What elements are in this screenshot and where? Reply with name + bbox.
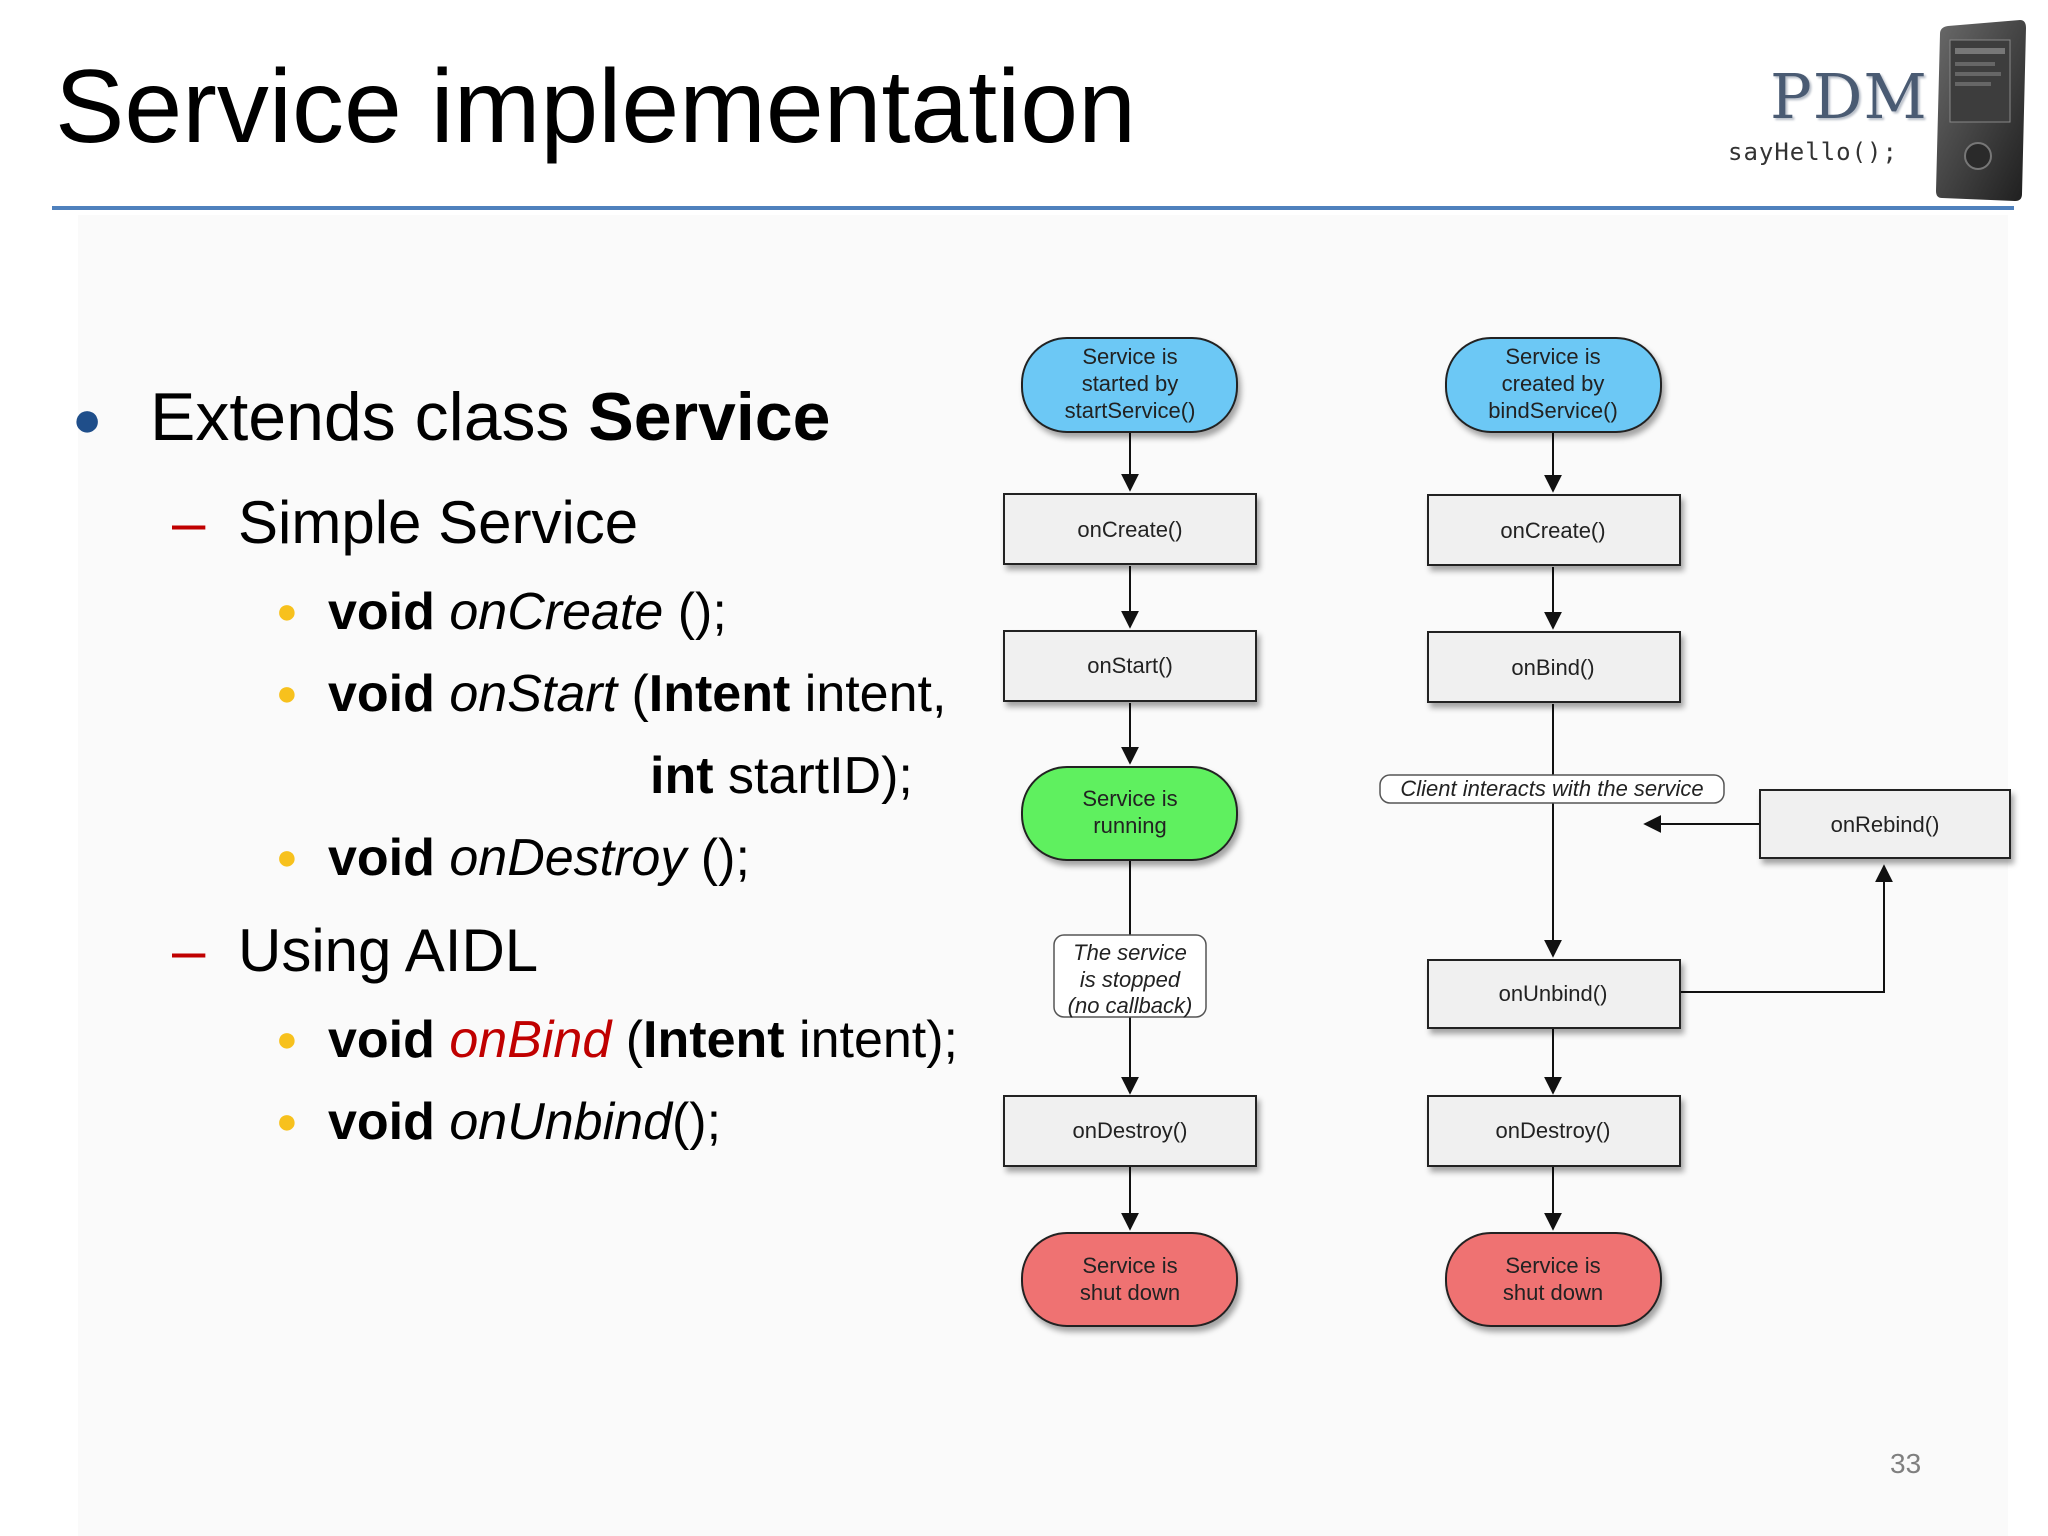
bind-service-node: [1445, 337, 1662, 433]
client-note-label: Client interacts with the service: [1400, 776, 1703, 801]
method-onunbind: void onUnbind();: [328, 1093, 722, 1151]
method-onbind: void onBind (Intent intent);: [328, 1011, 958, 1069]
left-ondestroy-box: [1003, 1095, 1257, 1167]
right-oncreate-label: onCreate(): [1500, 518, 1605, 543]
right-oncreate-box: [1427, 494, 1681, 566]
left-onstart-label: onStart(): [1087, 653, 1173, 678]
left-shutdown-line-2: shut down: [1080, 1280, 1180, 1305]
right-lifecycle: Service is created by bindService() onCr…: [1379, 337, 2011, 1327]
title-underline: [52, 206, 2014, 210]
start-service-line-2: started by: [1082, 371, 1179, 396]
left-oncreate-label: onCreate(): [1077, 517, 1182, 542]
left-lifecycle: Service is started by startService() onC…: [1003, 337, 1257, 1327]
sub-bullet-dot: ●: [276, 672, 298, 713]
diagram-connectors: [1121, 432, 1893, 1231]
method-onstart-param: int startID);: [650, 747, 913, 805]
left-shutdown-node: [1021, 1232, 1238, 1327]
method-onstart: void onStart (Intent intent,: [328, 665, 947, 723]
start-service-line-1: Service is: [1082, 344, 1177, 369]
onunbind-box: [1427, 959, 1681, 1029]
onbind-box: [1427, 631, 1681, 703]
slide-number: 33: [1890, 1448, 1922, 1479]
dash-marker: –: [172, 917, 206, 984]
sub-bullet-dot: ●: [276, 1018, 298, 1059]
bind-service-line-1: Service is: [1505, 344, 1600, 369]
stopped-note-box: [1053, 934, 1207, 1018]
running-line-2: running: [1093, 813, 1166, 838]
logo-brand: PDM: [1770, 60, 1928, 133]
onrebind-label: onRebind(): [1831, 812, 1940, 837]
slide-title: Service implementation: [55, 49, 1136, 165]
sub-bullet-dot: ●: [276, 1100, 298, 1141]
method-ondestroy: void onDestroy ();: [328, 829, 750, 887]
left-oncreate-box: [1003, 493, 1257, 565]
phone-icon: [1936, 20, 2026, 201]
sub-bullet-dot: ●: [276, 590, 298, 631]
stopped-note-line-3: (no callback): [1068, 993, 1193, 1018]
running-line-1: Service is: [1082, 786, 1177, 811]
right-ondestroy-box: [1427, 1095, 1681, 1167]
bullet-using-aidl: Using AIDL: [238, 917, 539, 984]
left-onstart-box: [1003, 630, 1257, 702]
method-oncreate: void onCreate ();: [328, 583, 727, 641]
bullet-extends: Extends class Service: [150, 379, 831, 455]
service-running-node: [1021, 766, 1238, 861]
bind-service-line-3: bindService(): [1488, 398, 1618, 423]
onbind-label: onBind(): [1511, 655, 1594, 680]
stopped-note-line-2: is stopped: [1080, 967, 1181, 992]
stopped-note-line-1: The service: [1073, 940, 1187, 965]
onrebind-box: [1759, 789, 2011, 859]
logo-code: sayHello();: [1728, 138, 1898, 166]
bind-service-line-2: created by: [1502, 371, 1605, 396]
start-service-node: [1021, 337, 1238, 433]
bullet-dot: ●: [72, 391, 103, 447]
right-shutdown-line-1: Service is: [1505, 1253, 1600, 1278]
left-shutdown-line-1: Service is: [1082, 1253, 1177, 1278]
right-ondestroy-label: onDestroy(): [1496, 1118, 1611, 1143]
right-shutdown-line-2: shut down: [1503, 1280, 1603, 1305]
dash-marker: –: [172, 489, 206, 556]
right-shutdown-node: [1445, 1232, 1662, 1327]
pdm-logo: PDM sayHello();: [1728, 18, 2028, 203]
bullet-simple-service: Simple Service: [238, 489, 639, 556]
sub-bullet-dot: ●: [276, 836, 298, 877]
start-service-line-3: startService(): [1065, 398, 1196, 423]
onunbind-label: onUnbind(): [1499, 981, 1608, 1006]
client-note-box: [1379, 774, 1725, 804]
left-ondestroy-label: onDestroy(): [1073, 1118, 1188, 1143]
